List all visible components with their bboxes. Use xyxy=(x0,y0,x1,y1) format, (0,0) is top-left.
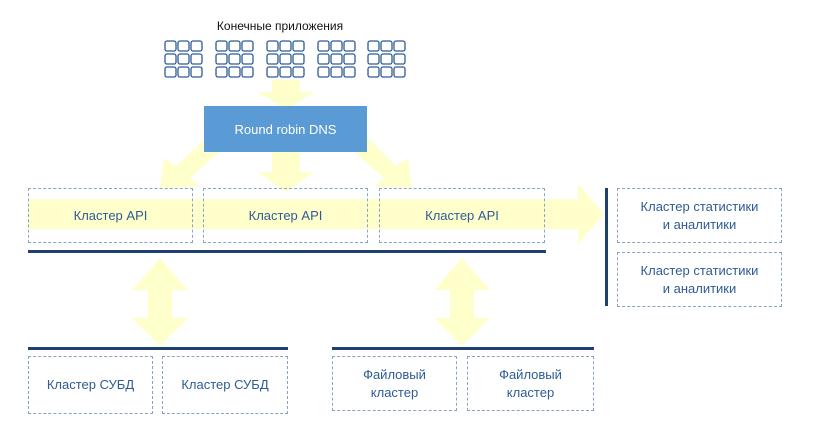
app-icon xyxy=(367,53,380,65)
stats-divider-line xyxy=(605,188,608,306)
arrow-apps-to-dns xyxy=(258,80,314,110)
dns-box: Round robin DNS xyxy=(204,106,367,152)
app-icon xyxy=(393,40,406,52)
db-cluster-1: Кластер СУБД xyxy=(28,356,153,414)
api-cluster-1: Кластер API xyxy=(28,188,193,243)
app-icon xyxy=(228,53,241,65)
db-cluster-label: Кластер СУБД xyxy=(181,377,269,392)
app-icon xyxy=(292,53,305,65)
app-icon xyxy=(190,40,203,52)
file-cluster-2: Файловый кластер xyxy=(467,356,594,411)
stats-cluster-1: Кластер статистики и аналитики xyxy=(617,188,782,243)
stats-cluster-2: Кластер статистики и аналитики xyxy=(617,252,782,307)
app-icon xyxy=(380,53,393,65)
app-icon xyxy=(266,53,279,65)
arrow-api-files-right xyxy=(434,258,490,346)
files-bus-line xyxy=(332,347,594,350)
app-icon xyxy=(317,40,330,52)
arrow-dns-to-api-right xyxy=(352,138,412,188)
app-icon xyxy=(228,66,241,78)
file-cluster-label: Файловый кластер xyxy=(363,366,426,400)
app-icon xyxy=(279,53,292,65)
file-cluster-1: Файловый кластер xyxy=(332,356,457,411)
api-cluster-2: Кластер API xyxy=(203,188,368,243)
app-icon xyxy=(343,53,356,65)
apps-title: Конечные приложения xyxy=(216,19,344,33)
app-icon xyxy=(380,40,393,52)
app-icon xyxy=(317,53,330,65)
app-icon xyxy=(215,66,228,78)
app-icon xyxy=(228,40,241,52)
app-icon xyxy=(343,66,356,78)
api-bus-line xyxy=(28,250,546,253)
api-cluster-label: Кластер API xyxy=(425,207,499,223)
app-icon xyxy=(330,40,343,52)
app-icon xyxy=(164,40,177,52)
app-grid-icon xyxy=(164,40,406,78)
api-cluster-label: Кластер API xyxy=(73,207,148,223)
arrow-api-to-stats xyxy=(28,184,604,244)
arrow-api-db-left xyxy=(132,258,188,346)
app-icon xyxy=(177,66,190,78)
arrow-dns-to-api-center xyxy=(258,150,314,192)
app-icon xyxy=(367,66,380,78)
app-icon xyxy=(190,66,203,78)
app-icon xyxy=(266,66,279,78)
app-icon xyxy=(317,66,330,78)
app-icon xyxy=(279,40,292,52)
app-icon xyxy=(190,53,203,65)
app-icon xyxy=(393,53,406,65)
app-icon xyxy=(241,40,254,52)
api-cluster-label: Кластер API xyxy=(248,207,323,223)
app-icon xyxy=(177,40,190,52)
app-icon xyxy=(266,40,279,52)
db-cluster-label: Кластер СУБД xyxy=(46,377,135,392)
app-icon xyxy=(367,40,380,52)
db-cluster-2: Кластер СУБД xyxy=(162,356,288,414)
app-icon xyxy=(292,66,305,78)
app-icon xyxy=(215,40,228,52)
stats-cluster-label: Кластер статистики и аналитики xyxy=(640,262,759,296)
app-icon xyxy=(330,53,343,65)
app-icon xyxy=(241,66,254,78)
app-icon xyxy=(330,66,343,78)
file-cluster-label: Файловый кластер xyxy=(499,366,562,400)
stats-cluster-label: Кластер статистики и аналитики xyxy=(640,198,759,232)
app-icon xyxy=(177,53,190,65)
app-icon xyxy=(292,40,305,52)
app-icon xyxy=(164,53,177,65)
app-icon xyxy=(343,40,356,52)
app-icon xyxy=(380,66,393,78)
app-icon xyxy=(215,53,228,65)
app-icon xyxy=(393,66,406,78)
app-icon xyxy=(241,53,254,65)
dns-label: Round robin DNS xyxy=(234,121,337,137)
api-cluster-3: Кластер API xyxy=(379,188,545,243)
app-icon xyxy=(164,66,177,78)
db-bus-line xyxy=(28,347,288,350)
app-icon xyxy=(279,66,292,78)
